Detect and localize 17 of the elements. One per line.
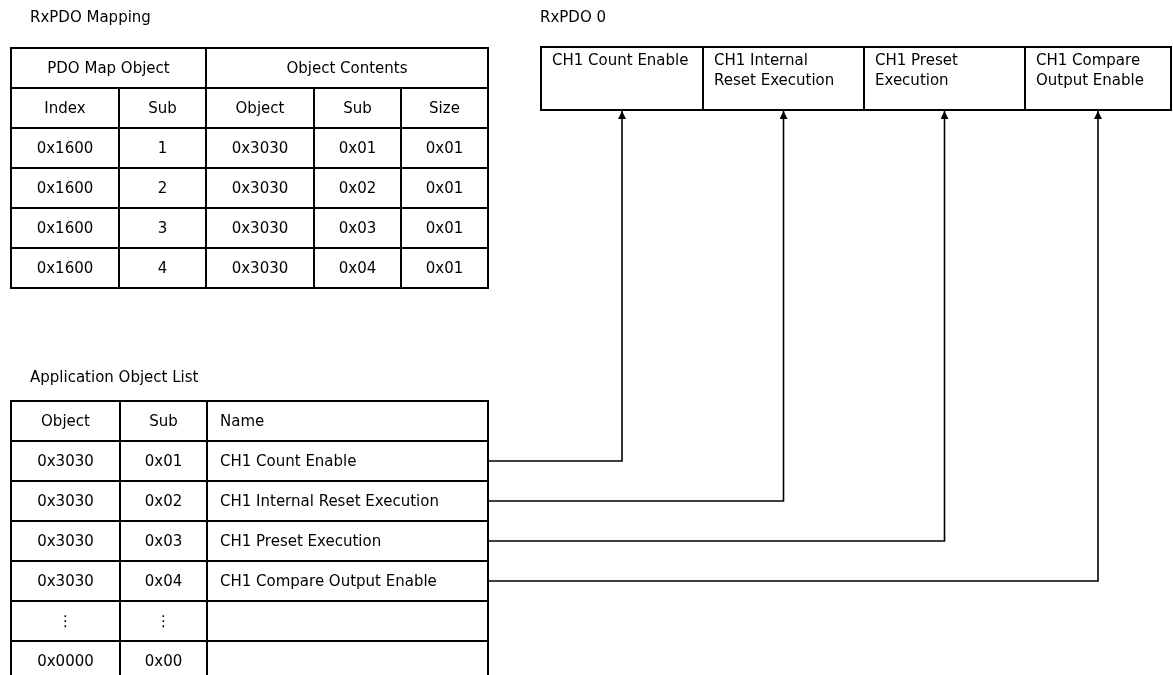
header-cell: Object [10,400,121,442]
arrow [488,110,949,542]
pdo-entry-box: CH1 Compare Output Enable [1024,46,1172,111]
header-cell: Name [206,400,489,442]
table-title: Application Object List [30,368,199,386]
table-title: RxPDO 0 [540,8,606,26]
table-cell: 0x01 [400,247,489,289]
table-cell: 0x1600 [10,247,120,289]
header-cell: PDO Map Object [10,47,207,89]
pdo-entry-box: CH1 Count Enable [540,46,704,111]
arrow [488,110,1102,582]
arrow [488,110,788,502]
pdo-entry-box: CH1 Preset Execution [863,46,1026,111]
header-cell: Object Contents [205,47,489,89]
arrow [488,110,626,462]
pdo-entry-box: CH1 Internal Reset Execution [702,46,865,111]
table-title: RxPDO Mapping [30,8,151,26]
